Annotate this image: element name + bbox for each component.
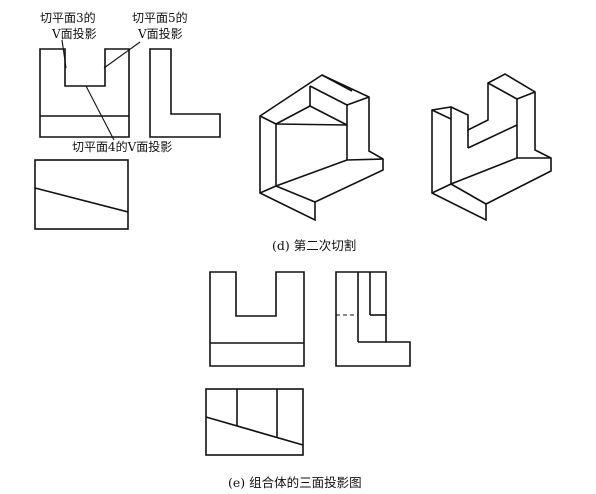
top-view-e [205, 388, 304, 456]
label-cut-plane-3-line1: 切平面3的 [40, 10, 96, 25]
caption-d: (d) 第二次切割 [272, 238, 356, 253]
front-view-d [39, 48, 130, 138]
label-cut-plane-3-line2: V面投影 [51, 26, 97, 41]
top-view-d [34, 159, 129, 230]
label-cut-plane-4: 切平面4的V面投影 [72, 139, 172, 154]
isometric-view-d2 [431, 73, 552, 222]
isometric-view-d1 [259, 74, 384, 222]
label-cut-plane-5-line1: 切平面5的 [132, 10, 188, 25]
side-view-e [335, 271, 411, 367]
front-view-e [209, 271, 305, 367]
caption-e: (e) 组合体的三面投影图 [228, 475, 362, 490]
side-view-d [149, 48, 221, 138]
label-cut-plane-5-line2: V面投影 [137, 26, 183, 41]
